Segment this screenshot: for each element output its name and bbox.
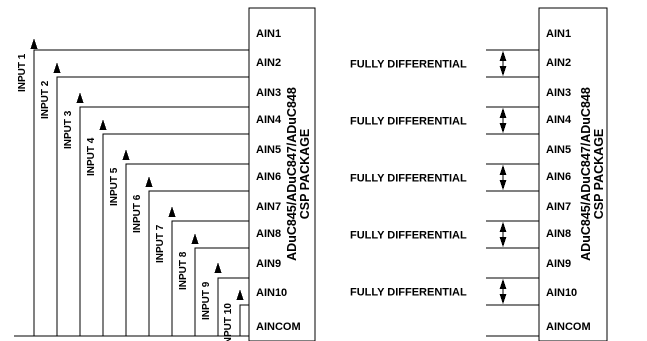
arrow-head-down xyxy=(499,123,507,133)
arrow-head xyxy=(53,62,61,73)
input-trace xyxy=(79,106,249,336)
pin-label: AIN8 xyxy=(546,228,571,240)
pin-label: AIN8 xyxy=(256,228,281,240)
differential-label: FULLY DIFFERENTIAL xyxy=(350,116,467,128)
arrow-head xyxy=(168,206,176,217)
package-body xyxy=(538,7,608,341)
input-trace xyxy=(239,304,249,336)
arrow-head xyxy=(214,262,222,273)
arrow-head-up xyxy=(499,279,507,289)
input-trace xyxy=(125,163,249,336)
pin-label: AIN2 xyxy=(546,57,571,69)
input-label: INPUT 8 xyxy=(178,251,189,290)
differential-label: FULLY DIFFERENTIAL xyxy=(350,230,467,242)
arrow-head xyxy=(145,176,153,187)
input-trace xyxy=(217,277,249,336)
input-label: INPUT 10 xyxy=(223,303,234,341)
arrow-head-down xyxy=(499,66,507,76)
package-title: ADuC845/ADuC847/ADuC848 xyxy=(579,87,593,261)
pin-label: AIN10 xyxy=(256,287,287,299)
pin-label: AIN6 xyxy=(546,171,571,183)
pin-label: AIN4 xyxy=(256,114,282,126)
arrow-head-up xyxy=(499,51,507,61)
pin-label: AINCOM xyxy=(256,321,301,333)
pin-label: AIN6 xyxy=(256,171,281,183)
input-label: INPUT 6 xyxy=(132,194,143,233)
arrow-head xyxy=(76,92,84,103)
differential-label: FULLY DIFFERENTIAL xyxy=(350,173,467,185)
arrow-head xyxy=(99,119,107,130)
pin-label: AIN4 xyxy=(546,114,572,126)
arrow-head xyxy=(30,38,38,49)
arrow-head-up xyxy=(499,108,507,118)
package-title: ADuC845/ADuC847/ADuC848 xyxy=(285,87,299,261)
arrow-head-up xyxy=(499,222,507,232)
input-trace xyxy=(171,220,249,336)
package-subtitle: CSP PACKAGE xyxy=(592,129,606,220)
input-trace xyxy=(56,76,249,336)
pin-label: AIN10 xyxy=(546,287,577,299)
pin-label: AIN9 xyxy=(546,258,571,270)
pin-label: AIN1 xyxy=(256,28,281,40)
input-label: INPUT 5 xyxy=(109,167,120,206)
pin-label: AIN3 xyxy=(546,87,571,99)
package-subtitle: CSP PACKAGE xyxy=(298,129,312,220)
pin-label: AIN7 xyxy=(546,201,571,213)
input-trace xyxy=(33,49,249,336)
pin-label: AIN9 xyxy=(256,258,281,270)
arrow-head-down xyxy=(499,180,507,190)
package-body xyxy=(248,7,316,341)
input-label: INPUT 3 xyxy=(63,110,74,149)
arrow-head xyxy=(191,233,199,244)
pin-label: AIN5 xyxy=(546,144,571,156)
input-label: INPUT 1 xyxy=(17,53,28,92)
pin-label: AIN2 xyxy=(256,57,281,69)
pin-label: AIN5 xyxy=(256,144,281,156)
input-trace xyxy=(102,133,249,336)
pin-label: AIN1 xyxy=(546,28,571,40)
input-label: INPUT 7 xyxy=(155,224,166,263)
input-trace xyxy=(194,247,249,336)
arrow-head-down xyxy=(499,237,507,247)
pin-label: AIN7 xyxy=(256,201,281,213)
input-trace xyxy=(148,190,249,336)
arrow-head xyxy=(236,289,244,300)
input-label: INPUT 2 xyxy=(40,80,51,119)
pin-label: AIN3 xyxy=(256,87,281,99)
pin-label: AINCOM xyxy=(546,321,591,333)
input-label: INPUT 9 xyxy=(201,281,212,320)
arrow-head-down xyxy=(499,294,507,304)
arrow-head-up xyxy=(499,165,507,175)
input-label: INPUT 4 xyxy=(86,137,97,176)
differential-label: FULLY DIFFERENTIAL xyxy=(350,59,467,71)
differential-label: FULLY DIFFERENTIAL xyxy=(350,287,467,299)
arrow-head xyxy=(122,149,130,160)
